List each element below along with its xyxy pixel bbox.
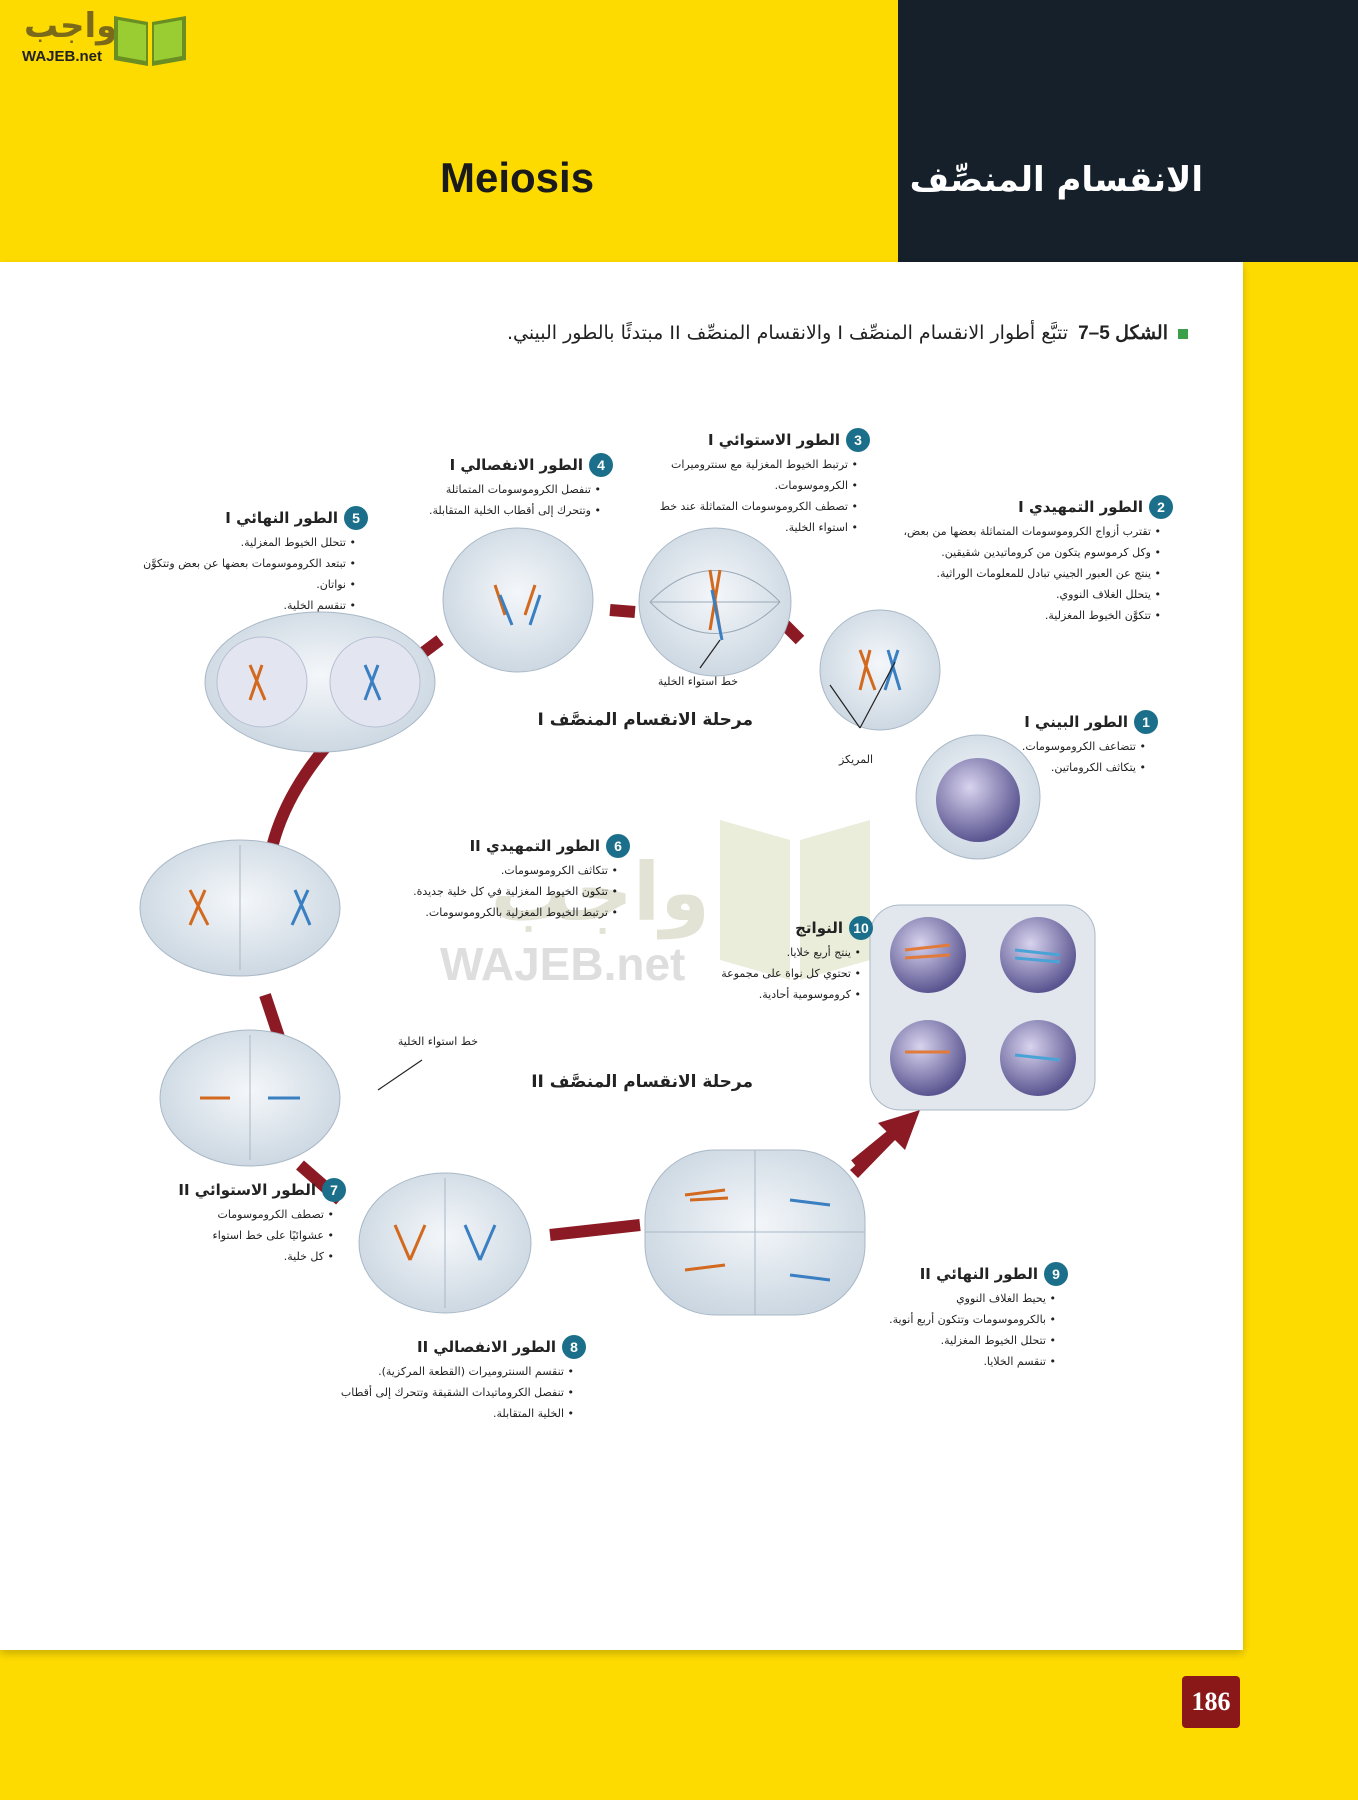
phase-1-label: مرحلة الانقسام المنصَّف I [537, 710, 753, 730]
stage-item: تصطف الكروموسومات [178, 1204, 334, 1225]
centriole-label: المريكز [838, 753, 873, 766]
book-icon [114, 16, 186, 66]
stage-item: تنفصل الكروماتيدات الشقيقة وتتحرك إلى أق… [341, 1382, 574, 1403]
stage-title: الطور الاستوائي I [707, 430, 840, 449]
stage-item: يتحلل الغلاف النووي. [903, 584, 1161, 605]
stage-4: 4 الطور الانفصالي I تنفصل الكروموسومات ال… [429, 453, 613, 521]
stage-item: تنفصل الكروموسومات المتماثلة [429, 479, 601, 500]
stage-item: استواء الخلية. [660, 517, 858, 538]
equator-label-2: خط استواء الخلية [397, 1035, 478, 1048]
stage-title: الطور النهائي II [919, 1264, 1038, 1283]
header-yellow-band [0, 0, 898, 262]
caption-text: تتبَّع أطوار الانقسام المنصِّف I والانقس… [506, 322, 1069, 344]
stage-number-badge: 10 [849, 916, 873, 940]
stage-item: وكل كرموسوم يتكون من كروماتيدين شقيقين. [903, 542, 1161, 563]
stage-item: كل خلية. [178, 1246, 334, 1267]
cell-telophase-1 [204, 611, 436, 753]
cell-metaphase-1 [638, 527, 792, 677]
meiosis-diagram [139, 527, 1096, 1316]
stage-title: الطور الانفصالي II [416, 1337, 556, 1356]
stage-item: ينتج عن العبور الجيني تبادل للمعلومات ال… [903, 563, 1161, 584]
stage-title: الطور النهائي I [225, 508, 338, 527]
stage-item: تتحلل الخيوط المغزلية. [143, 532, 356, 553]
stage-9: 9 الطور النهائي II يحيط الغلاف النووي بال… [889, 1262, 1068, 1372]
cell-products [869, 904, 1096, 1111]
stage-1: 1 الطور البيني I تتضاعف الكروموسومات.يتكا… [1022, 710, 1158, 778]
stage-item: تتحلل الخيوط المغزلية. [889, 1330, 1056, 1351]
stage-item: عشوائيًا على خط استواء [178, 1225, 334, 1246]
page-title-ar: الانقسام المنصِّف [909, 160, 1203, 200]
stage-number-badge: 3 [846, 428, 870, 452]
stage-number-badge: 5 [344, 506, 368, 530]
stage-item: تحتوي كل نواة على مجموعة [721, 963, 861, 984]
equator-label-1: خط استواء الخلية [657, 675, 738, 688]
stage-item: الخلية المتقابلة. [341, 1403, 574, 1424]
cell-anaphase-2 [358, 1172, 532, 1314]
stage-item: الكروموسومات. [660, 475, 858, 496]
stage-item: تتكاثف الكروموسومات. [413, 860, 618, 881]
stage-number-badge: 6 [606, 834, 630, 858]
stage-item: تتكوَّن الخيوط المغزلية. [903, 605, 1161, 626]
stage-title: الطور البيني I [1024, 712, 1128, 731]
stage-number-badge: 2 [1149, 495, 1173, 519]
cell-metaphase-2 [159, 1029, 341, 1167]
stage-item: يحيط الغلاف النووي [889, 1288, 1056, 1309]
page-number: 186 [1182, 1676, 1240, 1728]
caption-bullet-icon [1178, 329, 1188, 339]
stage-2: 2 الطور التمهيدي I تقترب أزواج الكروموسوم… [903, 495, 1173, 626]
stage-number-badge: 9 [1044, 1262, 1068, 1286]
stage-number-badge: 8 [562, 1335, 586, 1359]
stage-10: 10 النواتج ينتج أربع خلايا. تحتوي كل نواة… [721, 916, 873, 1005]
stage-item: تتضاعف الكروموسومات. [1022, 736, 1146, 757]
logo[interactable]: واجب WAJEB.net [10, 6, 190, 68]
stage-item: تنقسم السنتروميرات (القطعة المركزية). [341, 1361, 574, 1382]
watermark-book-icon [720, 820, 870, 980]
stage-item: تنقسم الخلايا. [889, 1351, 1056, 1372]
phase-2-label: مرحلة الانقسام المنصَّف II [531, 1072, 753, 1092]
cell-prophase-1 [819, 609, 941, 731]
final-arrow-icon [850, 1110, 920, 1178]
stage-7: 7 الطور الاستوائي II تصطف الكروموسومات عش… [178, 1178, 346, 1267]
stage-item: يتكاثف الكروماتين. [1022, 757, 1146, 778]
stage-number-badge: 7 [322, 1178, 346, 1202]
stage-item: كروموسومية أحادية. [721, 984, 861, 1005]
figure-number: الشكل 5–7 [1078, 323, 1168, 344]
stage-title: الطور التمهيدي I [1018, 497, 1143, 516]
stage-item: ترتبط الخيوط المغزلية بالكروموسومات. [413, 902, 618, 923]
cell-interphase [915, 734, 1041, 860]
cell-prophase-2 [139, 839, 341, 977]
stage-item: نواتان. [143, 574, 356, 595]
stage-item: ينتج أربع خلايا. [721, 942, 861, 963]
stage-title: الطور الانفصالي I [449, 455, 583, 474]
header-dark-band [898, 0, 1358, 262]
cell-telophase-2 [644, 1149, 866, 1316]
stage-item: ترتبط الخيوط المغزلية مع سنتروميرات [660, 454, 858, 475]
stage-title: الطور التمهيدي II [469, 836, 600, 855]
stage-number-badge: 4 [589, 453, 613, 477]
stage-item: تقترب أزواج الكروموسومات المتماثلة بعضها… [903, 521, 1161, 542]
stage-title: الطور الاستوائي II [178, 1180, 316, 1199]
watermark-en: WAJEB.net [440, 938, 685, 990]
pointer-lines [377, 639, 896, 1091]
figure-caption: الشكل 5–7 تتبَّع أطوار الانقسام المنصِّف … [507, 322, 1188, 345]
stage-item: تصطف الكروموسومات المتماثلة عند خط [660, 496, 858, 517]
page-title-en: Meiosis [440, 154, 595, 201]
stage-item: وتتحرك إلى أقطاب الخلية المتقابلة. [429, 500, 601, 521]
stage-title: النواتج [795, 918, 843, 937]
stage-item: تبتعد الكروموسومات بعضها عن بعض وتتكوَّن [143, 553, 356, 574]
logo-text-en: WAJEB.net [22, 48, 103, 65]
stage-item: تتكون الخيوط المغزلية في كل خلية جديدة. [413, 881, 618, 902]
stage-item: بالكروموسومات وتتكون أربع أنوية. [889, 1309, 1056, 1330]
cell-anaphase-1 [442, 527, 594, 673]
stage-number-badge: 1 [1134, 710, 1158, 734]
stage-item: تنقسم الخلية. [143, 595, 356, 616]
logo-text-ar: واجب [24, 6, 118, 46]
stage-3: 3 الطور الاستوائي I ترتبط الخيوط المغزلية… [660, 428, 870, 538]
stage-8: 8 الطور الانفصالي II تنقسم السنتروميرات (… [341, 1335, 586, 1424]
